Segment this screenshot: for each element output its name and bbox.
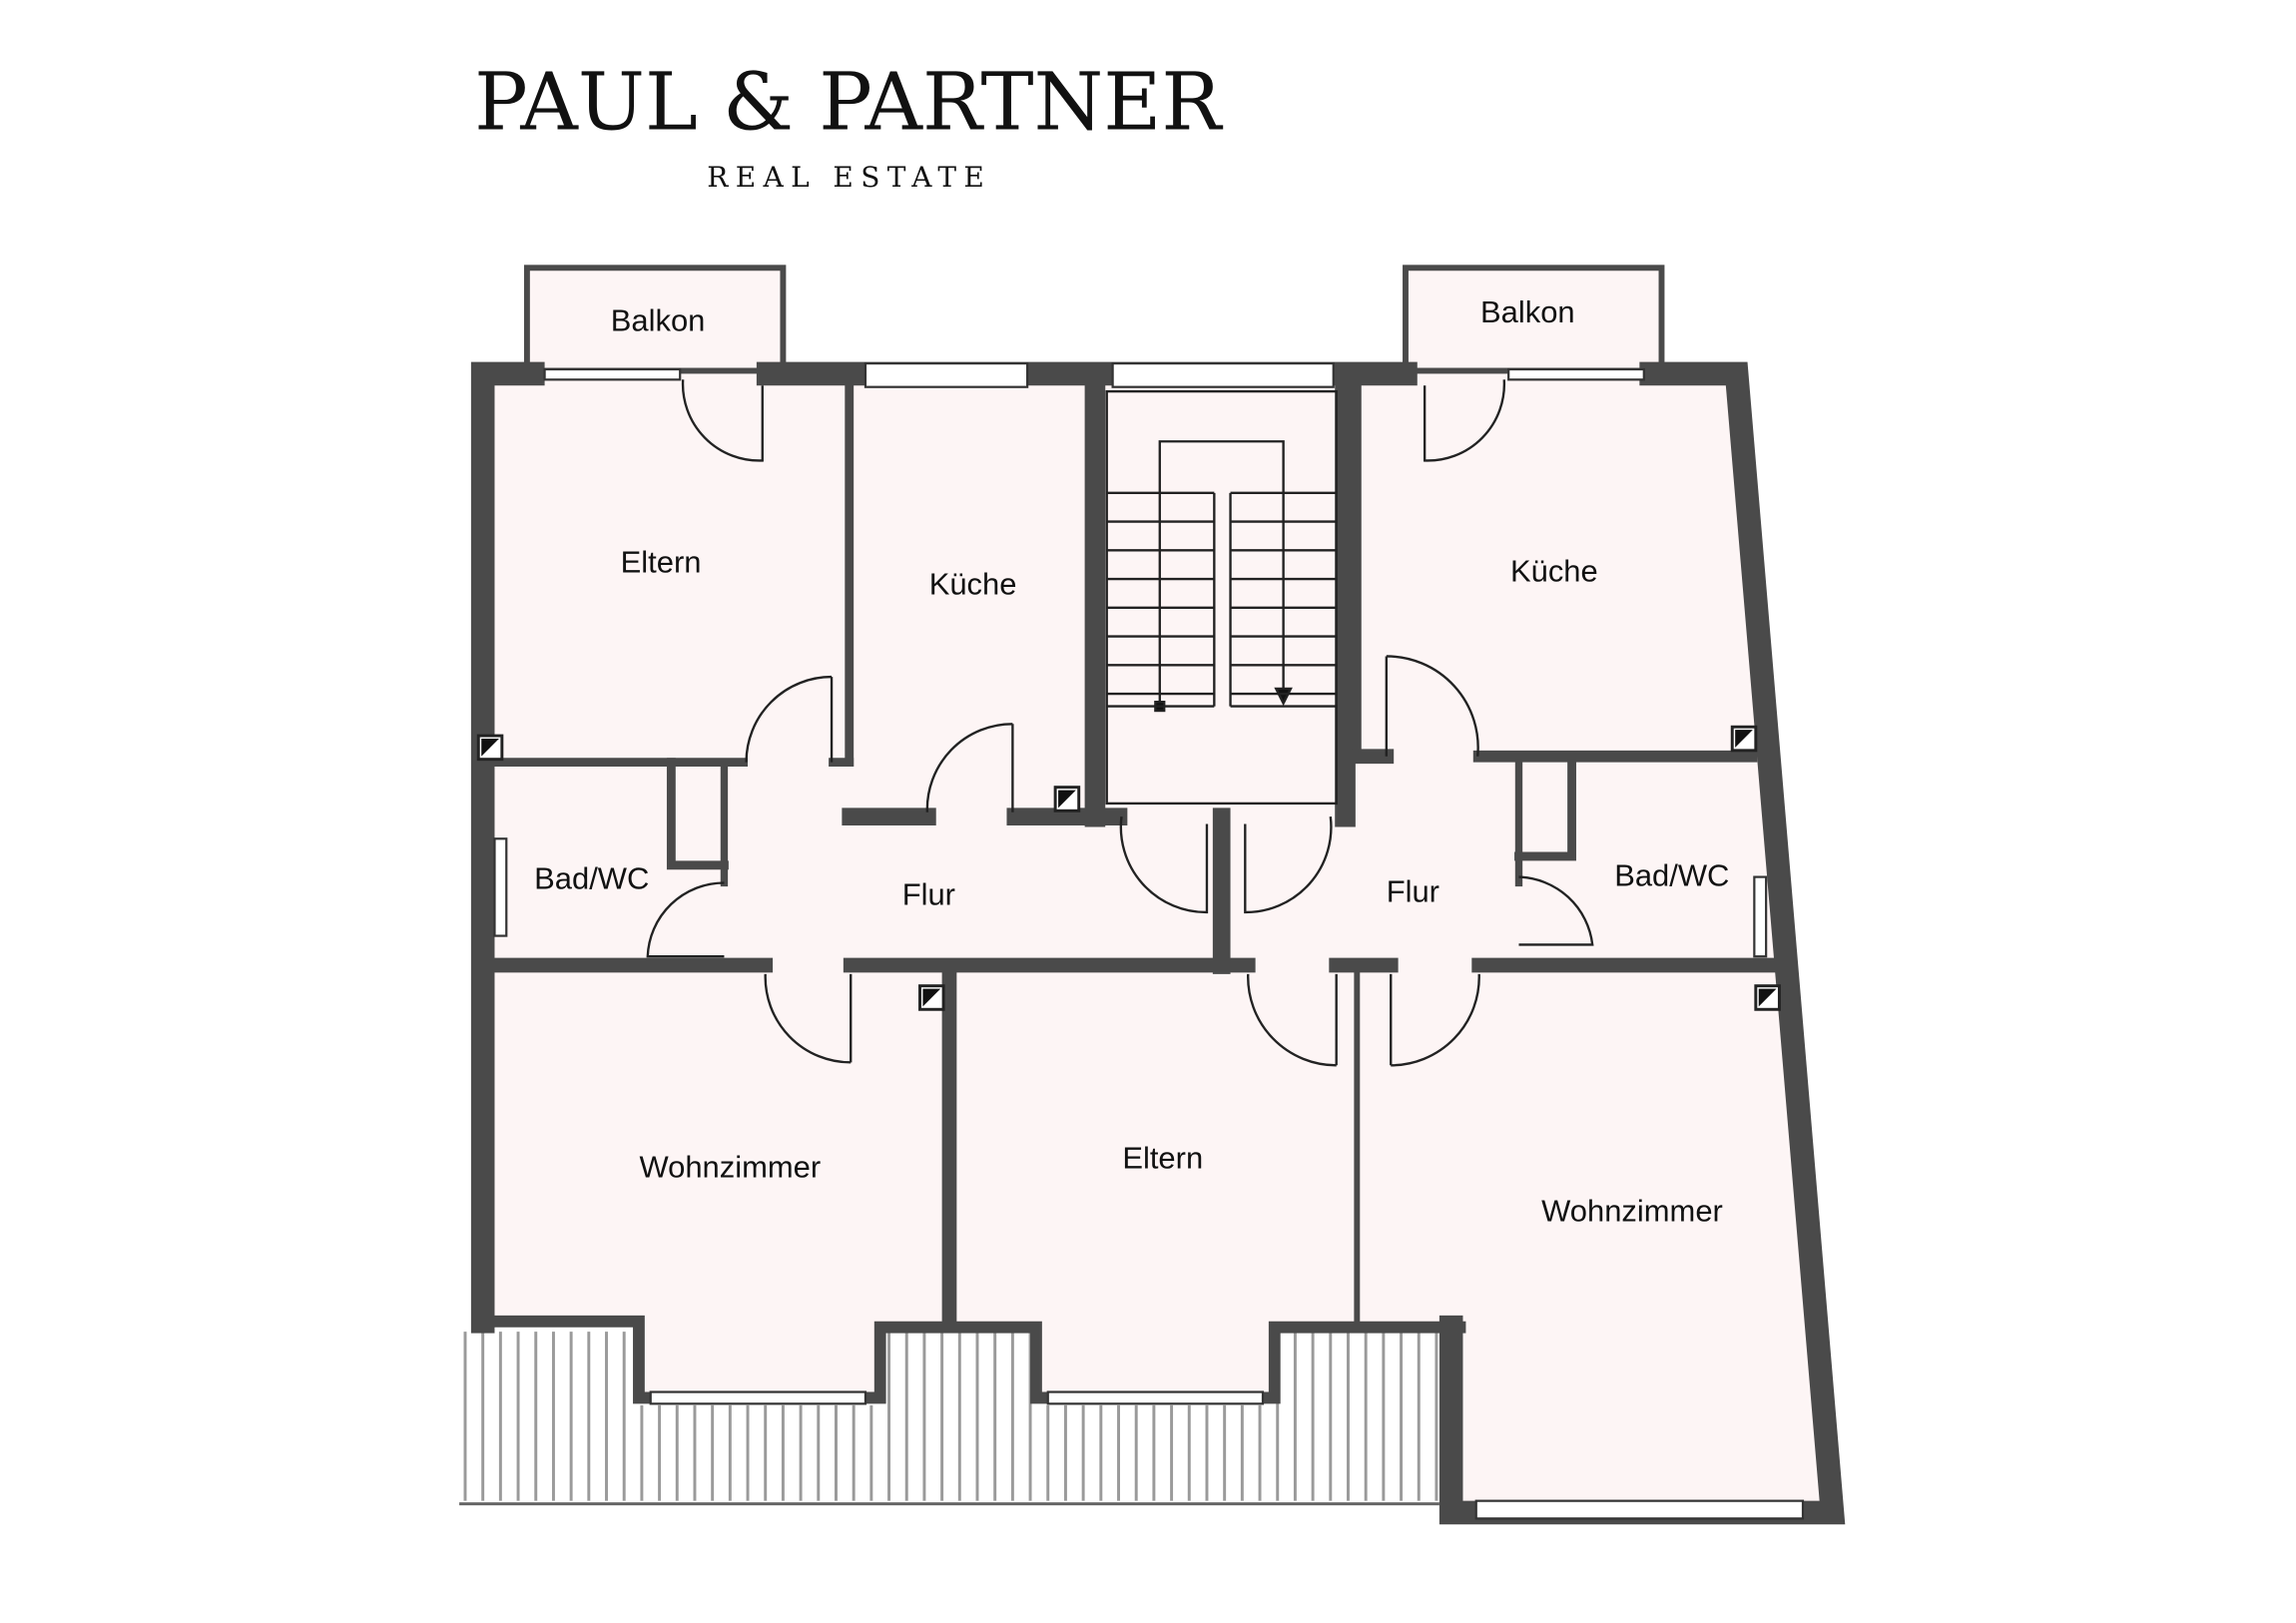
floor-area [482, 373, 1833, 1513]
balcony-left [523, 265, 787, 374]
room-label-bad-left: Bad/WC [534, 860, 649, 895]
windows [493, 362, 1805, 1520]
room-label-flur-left: Flur [902, 877, 955, 912]
room-label-kueche-left: Küche [929, 567, 1017, 602]
logo-name: PAUL & PARTNER [474, 56, 1223, 149]
shaft-icons [476, 725, 1781, 1011]
shaft-icon [476, 734, 504, 762]
doors [646, 379, 1594, 1067]
room-label-kueche-right: Küche [1510, 553, 1598, 588]
room-label-balkon-right: Balkon [1480, 294, 1575, 329]
terrace-railing [463, 1332, 1438, 1501]
room-label-eltern-bottom: Eltern [1122, 1140, 1203, 1175]
shaft-icon [1754, 984, 1781, 1011]
room-label-wohnzimmer-right: Wohnzimmer [1541, 1194, 1723, 1229]
room-label-flur-right: Flur [1387, 874, 1439, 909]
room-label-wohnzimmer-left: Wohnzimmer [640, 1149, 822, 1184]
staircase [1105, 389, 1338, 806]
room-label-balkon-left: Balkon [611, 303, 706, 338]
shaft-icon [1730, 725, 1758, 753]
room-label-eltern-top: Eltern [621, 544, 702, 579]
shaft-icon [918, 984, 945, 1011]
shaft-icon [1053, 786, 1081, 812]
room-label-bad-right: Bad/WC [1614, 857, 1729, 892]
logo: PAUL & PARTNER REAL ESTATE [474, 56, 1223, 194]
interior-walls [475, 374, 1781, 1330]
logo-subtitle: REAL ESTATE [707, 161, 991, 194]
